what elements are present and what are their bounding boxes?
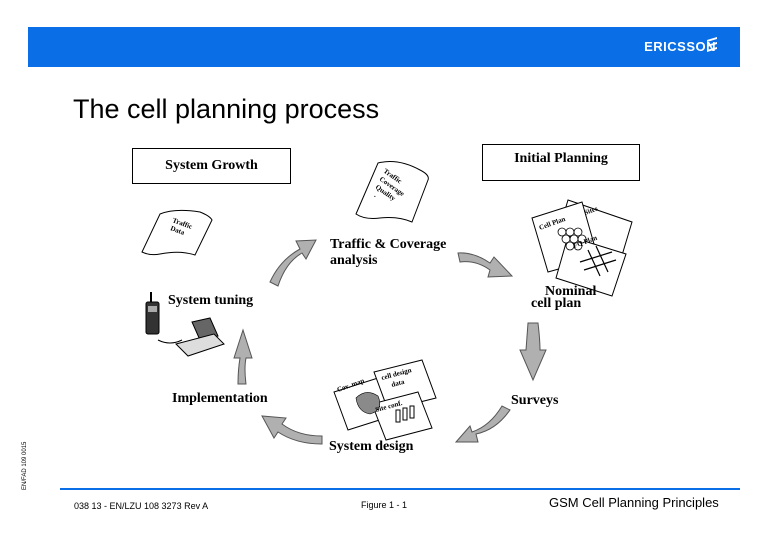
arrow-to-system-tuning [233, 328, 253, 385]
nominal-label-line2: cell plan [531, 296, 582, 311]
system-design-documents-icon [333, 359, 437, 441]
traffic-data-document-icon [141, 209, 213, 256]
cell-plan-documents-icon [531, 199, 633, 297]
slide-title: The cell planning process [73, 94, 380, 124]
footer-figure-number: Figure 1 - 1 [361, 500, 408, 510]
system-design-label: System design [329, 439, 414, 454]
cycle-arrows [233, 239, 547, 445]
system-growth-label: System Growth [165, 158, 258, 173]
nominal-label-line1: Nominal [545, 284, 597, 299]
ericsson-logo-text: ERICSSON [644, 39, 716, 54]
arrow-to-system-design [454, 405, 511, 443]
system-tuning-label: System tuning [168, 293, 254, 308]
traffic-coverage-label-line1: Traffic & Coverage [330, 237, 447, 252]
arrow-to-implementation [261, 415, 323, 445]
ericsson-logo-icon [707, 37, 717, 52]
arrow-to-surveys [519, 322, 547, 382]
side-document-code: EN/FAD 109 0015 [22, 441, 28, 490]
traffic-coverage-label-line2: analysis [330, 253, 378, 268]
header-banner [28, 27, 740, 67]
surveys-label: Surveys [511, 393, 559, 408]
implementation-label: Implementation [172, 391, 268, 406]
mobile-phone-icon [145, 292, 160, 335]
quality-document-icon [355, 161, 429, 223]
footer-course-title: GSM Cell Planning Principles [549, 495, 719, 510]
arrow-to-traffic-analysis [269, 239, 317, 287]
system-growth-box: System Growth [132, 148, 291, 184]
initial-planning-box: Initial Planning [482, 144, 640, 181]
cell-design-line2: data [390, 378, 405, 389]
arrow-to-nominal-plan [457, 252, 514, 278]
footer-doc-number: 038 13 - EN/LZU 108 3273 Rev A [74, 501, 209, 511]
laptop-icon [157, 317, 225, 357]
tcq-line4: . [374, 191, 376, 199]
footer-rule [60, 488, 740, 490]
initial-planning-label: Initial Planning [514, 151, 608, 166]
